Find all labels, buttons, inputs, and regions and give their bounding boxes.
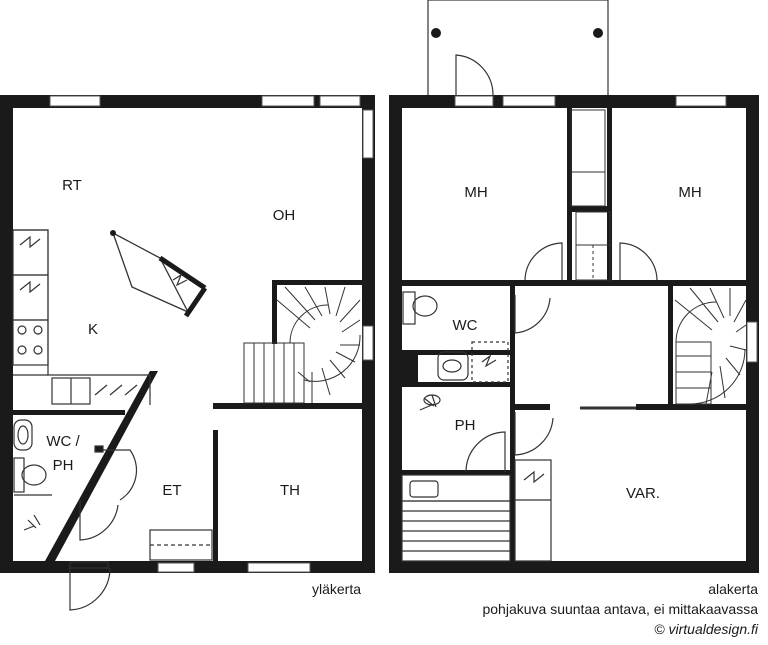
terrace <box>427 0 609 97</box>
lower-floor-caption: alakerta <box>708 581 758 597</box>
sauna <box>401 459 552 562</box>
room-label-et: ET <box>162 482 181 499</box>
room-label-mh-right: MH <box>678 184 701 201</box>
room-label-var: VAR. <box>626 485 660 502</box>
room-label-oh: OH <box>273 207 296 224</box>
lower-stairs <box>674 287 747 405</box>
disclaimer-text: pohjakuva suuntaa antava, ei mittakaavas… <box>482 601 758 617</box>
upper-interior-walls <box>13 280 364 561</box>
upper-floor-caption: yläkerta <box>312 581 362 597</box>
room-label-ph: PH <box>455 417 476 434</box>
upper-stairs <box>243 286 361 404</box>
room-label-wc-ph: WC / <box>46 433 80 450</box>
upper-wc-fixtures <box>13 419 52 531</box>
lower-wc-fixtures <box>402 291 509 411</box>
lower-doors <box>465 242 658 473</box>
room-label-mh-left: MH <box>464 184 487 201</box>
upper-doors <box>69 445 213 611</box>
room-label-wc: WC <box>453 317 478 334</box>
room-label-k: K <box>88 321 98 338</box>
room-label-th: TH <box>280 482 300 499</box>
room-label-wc-ph-2: PH <box>53 457 74 474</box>
lower-floor-plan: MH MH WC PH VAR. <box>389 0 759 573</box>
upper-outer-walls <box>0 95 375 573</box>
terrace-door <box>455 54 494 96</box>
diagonal-wall <box>45 371 158 561</box>
upper-windows <box>49 95 374 573</box>
lower-outer-walls <box>389 95 759 573</box>
lower-windows <box>454 95 758 363</box>
room-label-rt: RT <box>62 177 82 194</box>
kitchen-counter <box>12 229 151 405</box>
closets <box>570 109 611 281</box>
upper-floor-plan: RT OH K WC / PH ET TH <box>0 95 375 611</box>
fireplace <box>110 230 208 318</box>
copyright-text: © virtualdesign.fi <box>654 621 758 637</box>
